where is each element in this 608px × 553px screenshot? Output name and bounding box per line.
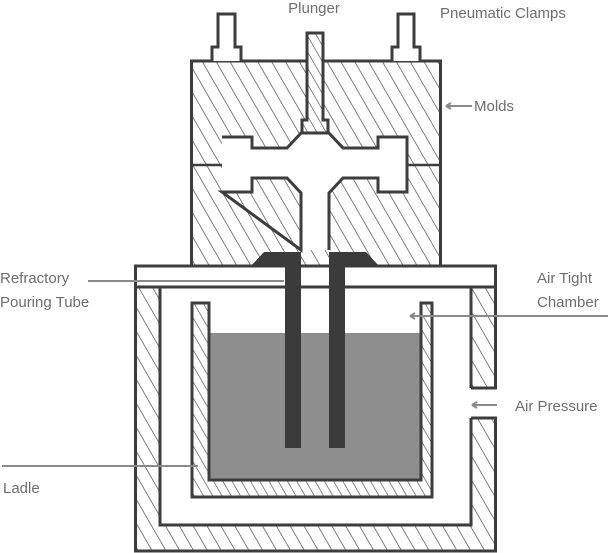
plunger-head [302, 120, 328, 133]
mold-cavity-outline [217, 130, 409, 253]
refractory-pouring-tube [250, 252, 380, 448]
label-plunger: Plunger [288, 0, 340, 17]
label-molds: Molds [474, 98, 514, 115]
pouring-tube-right [329, 252, 380, 448]
plunger [300, 31, 330, 135]
lid-plate [135, 266, 496, 287]
leader-lines [2, 102, 608, 467]
label-refractory-line1: Refractory [0, 270, 70, 287]
ladle [190, 301, 434, 499]
mold-cavity [222, 132, 407, 250]
pneumatic-clamp-right [392, 14, 420, 61]
plunger-rod [307, 33, 323, 121]
label-ladle: Ladle [3, 480, 40, 497]
pouring-tube-left [250, 252, 301, 448]
label-pneumatic-clamps: Pneumatic Clamps [440, 5, 566, 22]
label-air-tight-line2: Chamber [537, 294, 599, 311]
label-refractory-line2: Pouring Tube [0, 294, 89, 311]
molten-metal [209, 333, 421, 480]
pneumatic-clamp-left [212, 14, 241, 61]
label-air-tight-line1: Air Tight [537, 270, 593, 287]
label-air-pressure: Air Pressure [515, 398, 598, 415]
ladle-outline [190, 301, 434, 499]
